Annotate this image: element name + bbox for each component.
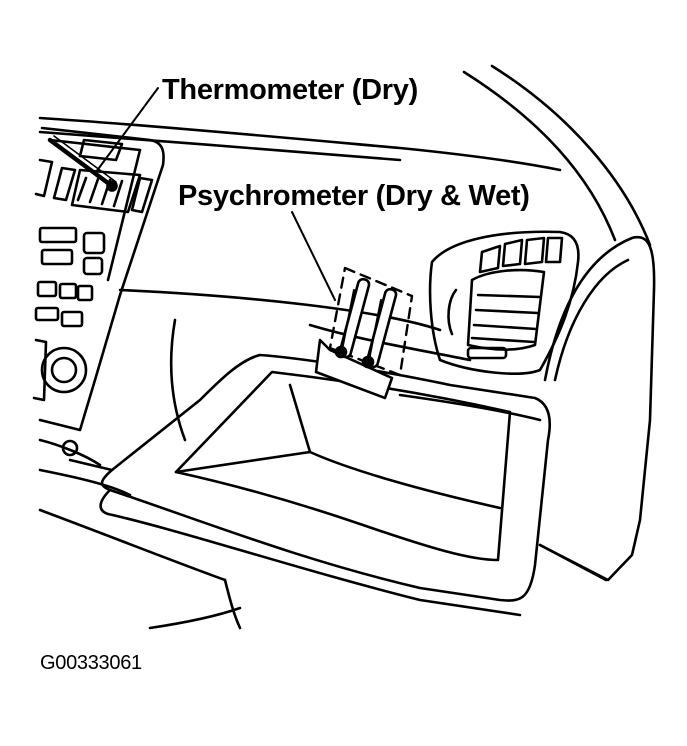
leader-lines [95, 87, 336, 301]
door-panel [538, 235, 656, 582]
psychrometer-label: Psychrometer (Dry & Wet) [178, 180, 530, 212]
figure-id: G00333061 [40, 652, 142, 674]
thermometer-label: Thermometer (Dry) [162, 74, 418, 106]
center-vent [70, 168, 142, 214]
thermometer-leader [95, 87, 159, 173]
psychrometer-leader [291, 211, 336, 301]
dry-thermometer [47, 135, 118, 192]
right-air-vent [428, 230, 580, 375]
glove-box [68, 353, 552, 617]
dashboard-outline [38, 64, 652, 362]
climate-knob [40, 346, 88, 394]
psychrometer [314, 266, 414, 400]
lower-dash [38, 318, 242, 630]
